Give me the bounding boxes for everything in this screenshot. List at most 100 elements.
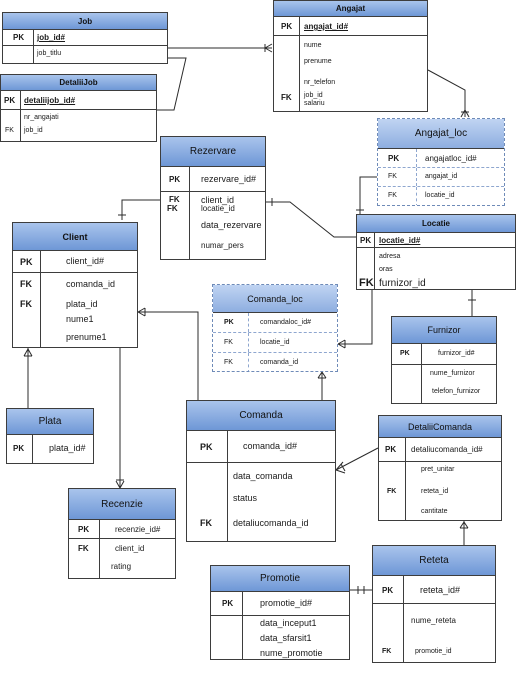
entity-detaliijob[interactable]: DetaliiJob PK detaliijob_id# nr_angajati… bbox=[0, 74, 157, 142]
attribute: telefon_furnizor bbox=[432, 388, 481, 395]
attribute: nume_furnizor bbox=[430, 370, 475, 377]
attribute: locatie_id bbox=[201, 204, 235, 213]
rel-angajat-angajatloc bbox=[427, 69, 466, 117]
attribute: job_titlu bbox=[37, 50, 62, 57]
fk-label: FK bbox=[167, 204, 178, 213]
fk-label: FK bbox=[382, 648, 392, 655]
attribute: nr_angajati bbox=[24, 114, 59, 121]
entity-locatie[interactable]: Locatie PK locatie_id# adresa oras FK fu… bbox=[356, 214, 516, 290]
fk-label: FK bbox=[224, 359, 233, 366]
pk-label: PK bbox=[4, 96, 16, 105]
fk-label: FK bbox=[224, 339, 233, 346]
entity-title: DetaliiJob bbox=[1, 75, 156, 91]
attribute: furnizor_id bbox=[379, 278, 426, 289]
rel-rezervare-locatie bbox=[266, 201, 356, 238]
pk-label: PK bbox=[385, 445, 397, 454]
pk-field: angajatloc_id# bbox=[425, 154, 477, 163]
pk-field: detaliucomanda_id# bbox=[411, 445, 483, 454]
attribute: nume_reteta bbox=[411, 616, 456, 625]
attribute: data_comanda bbox=[233, 471, 293, 481]
pk-field: locatie_id# bbox=[379, 236, 421, 245]
fk-field: plata_id bbox=[66, 299, 98, 309]
fk-label: FK bbox=[78, 544, 89, 553]
entity-title: Comanda bbox=[187, 401, 335, 431]
pk-label: PK bbox=[13, 33, 25, 42]
pk-label: PK bbox=[169, 175, 181, 184]
fk-label: FK bbox=[5, 127, 14, 134]
entity-title: Angajat_loc bbox=[378, 119, 504, 149]
rel-job-detaliijob bbox=[157, 57, 187, 111]
fk-label: FK bbox=[281, 93, 292, 102]
pk-field: detaliijob_id# bbox=[24, 96, 76, 105]
fk-field: client_id bbox=[115, 544, 145, 553]
entity-title: Locatie bbox=[357, 215, 515, 233]
pk-field: promotie_id# bbox=[260, 598, 313, 608]
pk-label: PK bbox=[78, 525, 90, 534]
entity-recenzie[interactable]: Recenzie PK recenzie_id# FK client_id ra… bbox=[68, 488, 176, 579]
rel-comanda-detaliicomanda bbox=[335, 447, 379, 471]
attribute: pret_unitar bbox=[421, 466, 455, 473]
entity-detaliicomanda[interactable]: DetaliiComanda PK detaliucomanda_id# pre… bbox=[378, 415, 502, 521]
attribute: data_rezervare bbox=[201, 220, 262, 230]
entity-reteta[interactable]: Reteta PK reteta_id# nume_reteta FK prom… bbox=[372, 545, 496, 663]
attribute: promotie_id bbox=[415, 648, 452, 655]
entity-comanda[interactable]: Comanda PK comanda_id# data_comanda stat… bbox=[186, 400, 336, 542]
entity-plata[interactable]: Plata PK plata_id# bbox=[6, 408, 94, 464]
pk-field: comandaloc_id# bbox=[260, 319, 311, 326]
pk-label: PK bbox=[222, 599, 234, 608]
attribute: rating bbox=[111, 562, 132, 571]
fk-label: FK bbox=[388, 173, 397, 180]
fk-label: FK bbox=[359, 277, 374, 289]
fk-label: FK bbox=[20, 299, 32, 309]
pk-label: PK bbox=[388, 154, 400, 163]
attribute: prenume bbox=[304, 58, 332, 65]
attribute: job_id bbox=[304, 92, 323, 99]
attribute: cantitate bbox=[421, 508, 448, 515]
entity-rezervare[interactable]: Rezervare PK rezervare_id# FK FK client_… bbox=[160, 136, 266, 260]
entity-client[interactable]: Client PK client_id# FK comanda_id FK pl… bbox=[12, 222, 138, 348]
pk-field: plata_id# bbox=[49, 443, 86, 453]
entity-title: Job bbox=[3, 13, 167, 30]
attribute: prenume1 bbox=[66, 332, 107, 342]
pk-field: comanda_id# bbox=[243, 441, 298, 451]
attribute: job_id bbox=[24, 127, 43, 134]
fk-label: FK bbox=[200, 518, 212, 528]
pk-field: angajat_id# bbox=[304, 22, 349, 31]
fk-label: FK bbox=[20, 279, 32, 289]
fk-label: FK bbox=[387, 488, 397, 495]
fk-field: locatie_id bbox=[425, 192, 455, 199]
entity-job[interactable]: Job PK job_id# job_titlu bbox=[2, 12, 168, 64]
fk-label: FK bbox=[169, 195, 180, 204]
rel-comandaloc-locatie bbox=[338, 290, 373, 345]
pk-label: PK bbox=[382, 586, 394, 595]
rel-angajatloc-locatie bbox=[359, 176, 377, 216]
fk-field: angajat_id bbox=[425, 173, 458, 180]
pk-field: client_id# bbox=[66, 256, 105, 266]
entity-angajat[interactable]: Angajat PK angajat_id# nume prenume nr_t… bbox=[273, 0, 428, 112]
entity-promotie[interactable]: Promotie PK promotie_id# data_inceput1 d… bbox=[210, 565, 350, 660]
attribute: nume bbox=[304, 42, 322, 49]
pk-field: reteta_id# bbox=[420, 585, 461, 595]
pk-label: PK bbox=[200, 442, 213, 452]
fk-label: FK bbox=[388, 192, 397, 199]
attribute: status bbox=[233, 493, 258, 503]
pk-label: PK bbox=[281, 22, 293, 31]
entity-title: Comanda_loc bbox=[213, 285, 337, 313]
fk-field: locatie_id bbox=[260, 339, 290, 346]
attribute: adresa bbox=[379, 253, 401, 260]
pk-label: PK bbox=[400, 350, 410, 357]
entity-angajat-loc[interactable]: Angajat_loc PK angajatloc_id# FK angajat… bbox=[377, 118, 505, 206]
attribute: nume_promotie bbox=[260, 648, 323, 658]
pk-field: furnizor_id# bbox=[438, 350, 475, 357]
entity-title: DetaliiComanda bbox=[379, 416, 501, 438]
rel-rezervare-client bbox=[121, 199, 160, 220]
attribute: nr_telefon bbox=[304, 79, 336, 86]
pk-field: rezervare_id# bbox=[201, 174, 257, 184]
attribute: data_inceput1 bbox=[260, 618, 317, 628]
entity-furnizor[interactable]: Furnizor PK furnizor_id# nume_furnizor t… bbox=[391, 316, 497, 404]
attribute: oras bbox=[379, 266, 393, 273]
entity-title: Furnizor bbox=[392, 317, 496, 344]
rel-client-comanda bbox=[138, 311, 199, 400]
entity-title: Promotie bbox=[211, 566, 349, 592]
entity-comanda-loc[interactable]: Comanda_loc PK comandaloc_id# FK locatie… bbox=[212, 284, 338, 372]
